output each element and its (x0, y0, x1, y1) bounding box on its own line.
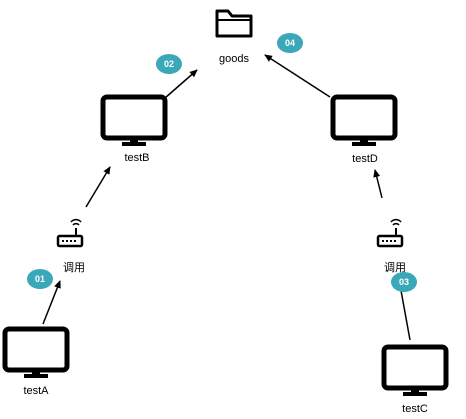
monitor-icon (384, 347, 446, 396)
monitor-icon (5, 329, 67, 378)
arrow-testA-to-router-left (42, 280, 61, 325)
folder-icon (215, 9, 253, 38)
goods-label: goods (219, 53, 249, 65)
router-left[interactable]: 调用 (56, 218, 85, 274)
router-left-label: 调用 (63, 261, 85, 274)
arrow-router-right-to-testD (373, 169, 383, 199)
step-badge-02: 02 (156, 54, 182, 74)
step-badge-02-text: 02 (164, 59, 174, 69)
testA-label: testA (23, 385, 49, 397)
arrow-router-left-to-testB (85, 166, 111, 208)
router-icon (376, 218, 404, 248)
router-icon (56, 218, 84, 248)
arrow-testD-to-goods (264, 54, 331, 98)
computer-testA[interactable]: testA (5, 329, 67, 397)
step-badge-01-text: 01 (35, 274, 45, 284)
computer-testB[interactable]: testB (103, 97, 165, 164)
monitor-icon (103, 97, 165, 146)
step-badge-01: 01 (27, 269, 53, 289)
goods-folder[interactable]: goods (215, 9, 253, 65)
connector-testC-to-router-right (399, 284, 411, 341)
router-right[interactable]: 调用 (376, 218, 406, 274)
computer-testD[interactable]: testD (333, 97, 395, 165)
monitor-icon (333, 97, 395, 146)
testC-label: testC (402, 403, 428, 415)
step-badge-04-text: 04 (285, 38, 295, 48)
step-badge-03: 03 (391, 272, 417, 292)
testB-label: testB (124, 152, 149, 164)
router-right-label: 调用 (384, 261, 406, 274)
testD-label: testD (352, 153, 378, 165)
step-badge-03-text: 03 (399, 277, 409, 287)
computer-testC[interactable]: testC (384, 347, 446, 415)
step-badge-04: 04 (277, 33, 303, 53)
